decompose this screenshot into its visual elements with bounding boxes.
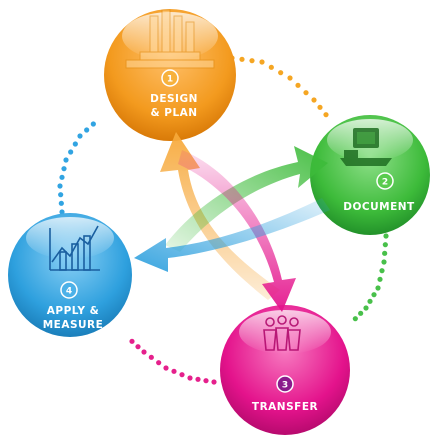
svg-text:3: 3 — [282, 381, 288, 391]
step-3-label: Transfer — [252, 401, 318, 413]
svg-text:1: 1 — [167, 75, 173, 85]
connector-dot — [358, 310, 364, 316]
connector-dot — [352, 316, 358, 322]
connector-dot — [77, 133, 83, 139]
computer-icon — [340, 128, 392, 166]
connector-dot — [295, 82, 301, 88]
connector-dot — [163, 365, 169, 371]
connector-dot — [135, 344, 141, 350]
connector-dot — [311, 97, 317, 103]
connector-dot — [58, 200, 64, 206]
connector-dot — [249, 58, 255, 64]
chart-icon — [49, 225, 100, 271]
connector-dot — [287, 75, 293, 81]
connector-dot — [90, 121, 96, 127]
connector-dot — [63, 157, 69, 163]
connector-dot — [268, 64, 274, 70]
connector-dot — [381, 259, 387, 265]
connector-dot — [317, 104, 323, 110]
svg-text:4: 4 — [66, 287, 72, 297]
connector-dot — [367, 298, 373, 304]
connector-dot — [195, 376, 201, 382]
connector-dot — [375, 285, 381, 291]
connector-dot — [59, 209, 65, 215]
step-4-label-line2: Measure — [43, 319, 104, 331]
connector-dot — [57, 183, 63, 189]
connector-dot — [129, 338, 135, 344]
arrow-to-transfer — [178, 150, 296, 312]
connector-dot — [303, 90, 309, 96]
connector-dot — [278, 70, 284, 76]
step-4-circle — [8, 213, 132, 337]
step-1-number-badge: 1 — [161, 69, 179, 87]
connector-dot — [72, 141, 78, 147]
connector-dot — [179, 372, 185, 378]
connector-dot — [203, 378, 209, 384]
connector-dot — [187, 375, 193, 381]
step-2-label: Document — [343, 201, 415, 213]
connector-dot — [383, 233, 389, 239]
connector-dot — [323, 112, 329, 118]
connector-dot — [84, 127, 90, 133]
step-4-label-line1: Apply & — [47, 305, 100, 317]
connector-dot — [239, 56, 245, 62]
connector-dot — [61, 166, 67, 172]
building-icon — [125, 9, 215, 69]
connector-dot — [68, 149, 74, 155]
connector-dot — [148, 354, 154, 360]
connector-dot — [156, 360, 162, 366]
connector-dot — [363, 305, 369, 311]
step-3-circle — [220, 305, 350, 435]
connector-dot — [59, 174, 65, 180]
arrow-to-design — [160, 132, 280, 300]
step-4-number-badge: 4 — [60, 281, 78, 299]
people-icon — [263, 315, 301, 351]
connector-dot — [171, 368, 177, 374]
connector-dot — [379, 268, 385, 274]
connector-dot — [377, 276, 383, 282]
arrow-to-apply — [134, 198, 330, 272]
connector-dot — [382, 242, 388, 248]
connector-dot — [382, 250, 388, 256]
step-2-number-badge: 2 — [376, 172, 394, 190]
step-1-label-line1: Design — [150, 93, 198, 105]
arrow-to-document — [165, 146, 328, 252]
connector-dot — [211, 379, 217, 385]
svg-text:2: 2 — [382, 178, 388, 188]
connector-dot — [259, 59, 265, 65]
connector-dot — [58, 192, 64, 198]
step-3-number-badge: 3 — [276, 375, 294, 393]
step-1-label-line2: & Plan — [150, 107, 197, 119]
dotted-connectors — [57, 55, 389, 385]
connector-dot — [141, 349, 147, 355]
connector-dot — [371, 292, 377, 298]
